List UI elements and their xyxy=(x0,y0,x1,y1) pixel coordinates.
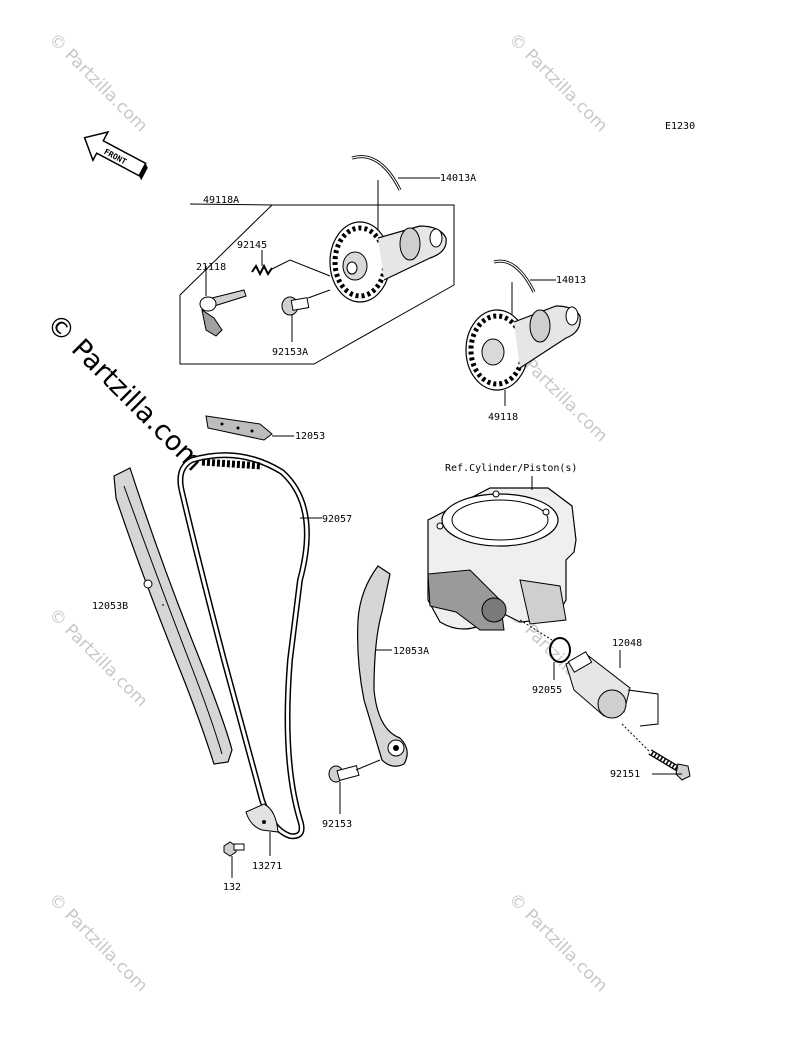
watermark-bottom-right: © Partzilla.com xyxy=(504,889,611,996)
label-12053A: 12053A xyxy=(393,646,429,657)
label-14013A: 14013A xyxy=(440,173,476,184)
svg-text:© Partzilla.com: © Partzilla.com xyxy=(504,29,611,136)
label-12053B: 12053B xyxy=(92,601,128,612)
diagram-code: E1230 xyxy=(665,121,695,132)
label-92153A: 92153A xyxy=(272,347,308,358)
plate-13271 xyxy=(245,803,279,833)
label-21118: 21118 xyxy=(196,262,226,273)
watermark-mid-left: © Partzilla.com xyxy=(44,604,151,711)
guide-12053B xyxy=(113,467,233,765)
label-92057: 92057 xyxy=(322,514,352,525)
svg-text:© Partzilla.com: © Partzilla.com xyxy=(40,308,209,477)
label-132: 132 xyxy=(223,882,241,893)
label-49118A: 49118A xyxy=(203,195,239,206)
label-92145: 92145 xyxy=(237,240,267,251)
tensioner-12048 xyxy=(565,651,631,719)
watermark-large: © Partzilla.com xyxy=(40,308,209,477)
o-ring-92055 xyxy=(549,637,571,663)
clip-14013 xyxy=(493,259,536,293)
svg-text:© Partzilla.com: © Partzilla.com xyxy=(504,889,611,996)
cam-chain-92057 xyxy=(177,452,310,840)
camshaft-49118 xyxy=(465,305,581,391)
label-92153: 92153 xyxy=(322,819,352,830)
bolt-92153 xyxy=(328,764,360,783)
bolt-92151 xyxy=(648,749,691,781)
clip-14013A xyxy=(351,155,402,191)
label-12053: 12053 xyxy=(295,431,325,442)
assembly-box-49118A xyxy=(179,204,455,365)
camshaft-49118A xyxy=(329,221,447,303)
label-14013: 14013 xyxy=(556,275,586,286)
label-49118: 49118 xyxy=(488,412,518,423)
lever-21118 xyxy=(199,289,247,337)
guide-12053A xyxy=(357,565,408,767)
spring-92145 xyxy=(251,263,273,277)
svg-text:© Partzilla.com: © Partzilla.com xyxy=(44,604,151,711)
label-92055: 92055 xyxy=(532,685,562,696)
watermark-top-right: © Partzilla.com xyxy=(504,29,611,136)
svg-text:© Partzilla.com: © Partzilla.com xyxy=(44,29,151,136)
label-12048: 12048 xyxy=(612,638,642,649)
watermark-bottom-left: © Partzilla.com xyxy=(44,889,151,996)
label-13271: 13271 xyxy=(252,861,282,872)
label-92151: 92151 xyxy=(610,769,640,780)
bolt-92153A xyxy=(281,296,310,316)
bolt-132 xyxy=(223,841,245,857)
front-arrow-icon: FRONT xyxy=(83,130,148,181)
guide-12053 xyxy=(205,415,273,441)
cylinder-reference xyxy=(427,487,577,631)
label-reference-cylinder: Ref.Cylinder/Piston(s) xyxy=(445,463,577,474)
svg-text:© Partzilla.com: © Partzilla.com xyxy=(44,889,151,996)
watermark-top-left: © Partzilla.com xyxy=(44,29,151,136)
